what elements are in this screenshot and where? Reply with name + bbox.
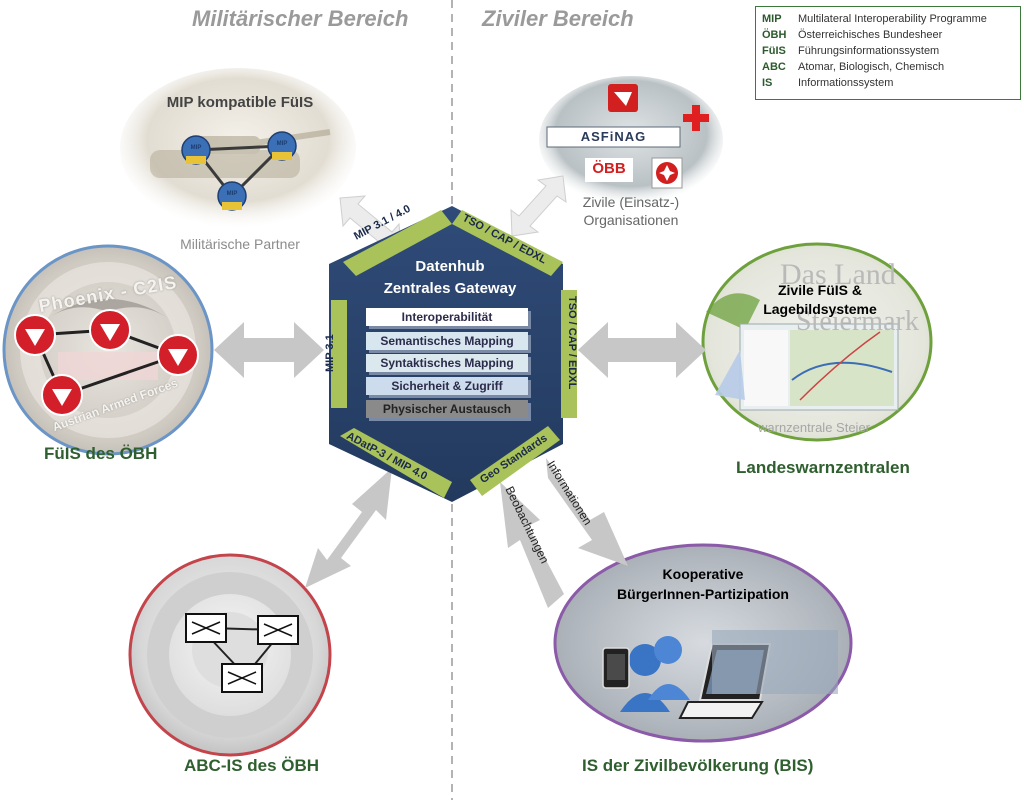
landeswarn-bg-line2: Steiermark xyxy=(796,306,919,337)
header-civil: Ziviler Bereich xyxy=(482,6,634,31)
landeswarn-bg-line3: warnzentrale Steier xyxy=(758,420,870,435)
mip-badge-2: MIP xyxy=(276,141,288,147)
layer-semantisches-mapping: Semantisches Mapping xyxy=(366,332,528,350)
hub-band-top-right xyxy=(452,210,563,276)
hub-band-bottom-right xyxy=(470,426,560,496)
phoenix-node-1 xyxy=(14,314,56,356)
arrow-abc-hub xyxy=(305,468,392,588)
phoenix-node-2 xyxy=(89,309,131,351)
styria-logo-shape xyxy=(706,293,760,330)
abc-caption: ABC-IS des ÖBH xyxy=(184,756,320,775)
asfinag-logo-box xyxy=(546,126,681,148)
landeswarn-caption: Landeswarnzentralen xyxy=(736,458,910,477)
bis-title-line1: Kooperative xyxy=(662,566,744,582)
abbr-key: FüIS xyxy=(762,45,786,57)
abc-node-2 xyxy=(257,615,299,645)
mip-badge-1: MIP xyxy=(190,145,202,151)
civil-caption-line2: Organisationen xyxy=(583,212,679,228)
arrow-beobachtungen xyxy=(500,482,564,608)
mip-badge-3: MIP xyxy=(226,191,238,197)
asfinag-logo-text: ASFiNAG xyxy=(580,129,647,144)
red-cross-logo xyxy=(683,105,709,131)
landeswarn-title-line1: Zivile FüIS & xyxy=(777,282,862,298)
abc-node-3 xyxy=(221,663,263,693)
layer-physischer-austausch: Physischer Austausch xyxy=(366,400,528,418)
abbr-key: MIP xyxy=(762,13,782,25)
hub-title-line1: Datenhub xyxy=(415,258,485,275)
abbr-key: ABC xyxy=(762,61,786,73)
hub-band-top-left xyxy=(343,210,452,276)
oebb-logo-text: ÖBB xyxy=(592,160,626,177)
edge-label-left: MIP 3.1 xyxy=(324,334,336,372)
abc-node-1 xyxy=(185,613,227,643)
abbr-key: ÖBH xyxy=(762,29,787,41)
landeswarn-title-line2: Lagebildsysteme xyxy=(763,301,877,317)
hub-band-bottom-left xyxy=(340,428,452,498)
mip-node-2 xyxy=(267,131,297,161)
phoenix-node-4 xyxy=(41,374,83,416)
abbr-key: IS xyxy=(762,77,773,89)
mip-title: MIP kompatible FüIS xyxy=(166,94,314,111)
abbr-value: Österreichisches Bundesheer xyxy=(798,29,943,41)
abbr-value: Atomar, Biologisch, Chemisch xyxy=(798,61,945,73)
phoenix-node-3 xyxy=(157,334,199,376)
aerial-photo xyxy=(712,630,838,694)
hub-title-line2: Zentrales Gateway xyxy=(383,280,517,297)
edge-label-right: TSO / CAP / EDXL xyxy=(566,296,578,390)
layer-syntaktisches-mapping: Syntaktisches Mapping xyxy=(366,354,528,372)
abbreviation-legend: MIP Multilateral Interoperability Program… xyxy=(755,6,1021,100)
eagle-wings xyxy=(48,299,168,318)
abbr-value: Informationssystem xyxy=(798,77,894,89)
tablet-icon xyxy=(602,647,630,689)
arrow-informationen xyxy=(546,458,628,566)
civil-caption-line1: Zivile (Einsatz-) xyxy=(582,194,680,210)
header-military: Militärischer Bereich xyxy=(192,6,409,31)
oebb-logo-box xyxy=(585,158,633,182)
arrow-fuis-hub xyxy=(214,322,324,378)
layer-sicherheit-zugriff: Sicherheit & Zugriff xyxy=(366,377,528,395)
fuis-caption: FüIS des ÖBH xyxy=(44,444,158,463)
abbr-value: Multilateral Interoperability Programme xyxy=(798,13,987,25)
hub-band-right xyxy=(561,290,577,418)
mip-caption: Militärische Partner xyxy=(180,236,300,252)
abbr-value: Führungsinformationssystem xyxy=(798,45,940,57)
arrow-hub-landeswarn xyxy=(578,322,706,378)
mip-node-1 xyxy=(181,135,211,165)
fire-brigade-logo xyxy=(608,84,638,112)
arrow-hub-civil xyxy=(510,175,567,237)
bis-caption: IS der Zivilbevölkerung (BIS) xyxy=(582,756,814,775)
landeswarn-bg-line1: Das Land xyxy=(780,258,896,291)
johanniter-logo xyxy=(651,157,683,189)
mip-node-3 xyxy=(217,181,247,211)
layer-interoperabilitaet: Interoperabilität xyxy=(366,308,528,326)
hub-band-left xyxy=(331,300,347,408)
bis-title-line2: BürgerInnen-Partizipation xyxy=(617,586,789,602)
people-icon xyxy=(620,636,690,712)
